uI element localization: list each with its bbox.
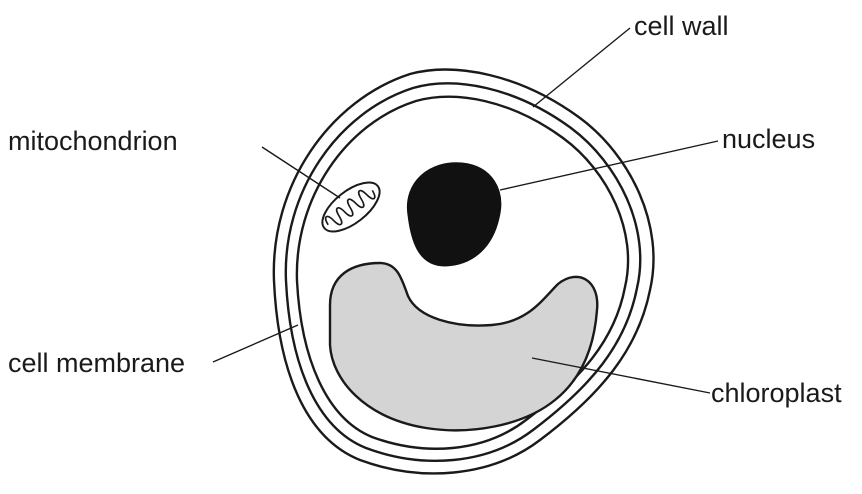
label-chloroplast: chloroplast bbox=[711, 378, 842, 408]
chloroplast-shape bbox=[330, 263, 597, 430]
mitochondrion-shape bbox=[314, 173, 387, 240]
label-cell-wall: cell wall bbox=[634, 11, 729, 41]
label-mitochondrion: mitochondrion bbox=[8, 126, 178, 156]
nucleus-shape bbox=[407, 163, 500, 266]
label-nucleus: nucleus bbox=[722, 124, 815, 154]
leader-line-cell-wall bbox=[533, 28, 630, 107]
leader-line-mitochondrion bbox=[262, 147, 340, 198]
label-cell-membrane: cell membrane bbox=[8, 348, 185, 378]
mitochondrion-outer-membrane bbox=[314, 173, 387, 240]
leader-line-nucleus bbox=[500, 141, 718, 190]
